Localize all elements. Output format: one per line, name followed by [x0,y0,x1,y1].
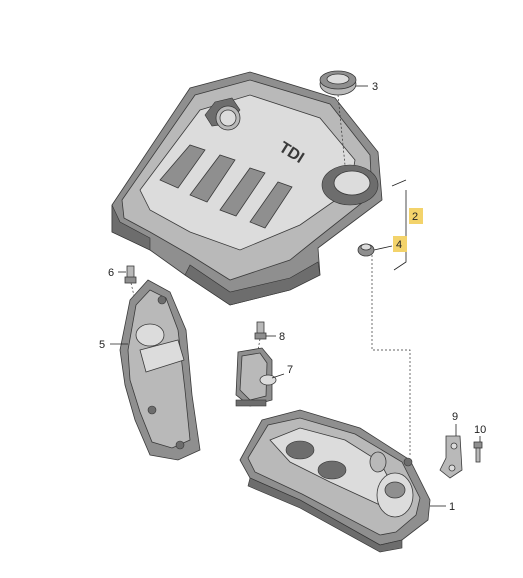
callout-9: 9 [452,411,458,423]
engine-cover: TDI [111,71,383,306]
callout-4-highlight [393,236,407,252]
part-8-stud [254,321,267,351]
callout-10: 10 [474,424,486,436]
leader-4 [373,245,393,251]
part-5-bracket [119,279,201,461]
assembly-line [371,255,411,455]
callout-1: 1 [449,501,455,513]
leader-7 [271,373,285,379]
bracket-2-4 [393,190,407,271]
callout-7: 7 [287,364,293,376]
callout-6: 6 [108,267,114,279]
part-7-holder [235,347,277,407]
leader-2-top [391,179,407,187]
callout-2-highlight [409,208,423,224]
callout-8: 8 [279,331,285,343]
callout-4: 4 [396,239,402,251]
part-6-stud [124,265,137,301]
part-9-bracket [439,435,463,479]
part-3-grommet [319,70,357,166]
part-1-cylinder-head-cover [239,409,431,553]
callout-2: 2 [412,211,418,223]
part-4-small-grommet [357,243,375,257]
callout-3: 3 [372,81,378,93]
part-10-bolt [473,441,483,463]
callout-5: 5 [99,339,105,351]
